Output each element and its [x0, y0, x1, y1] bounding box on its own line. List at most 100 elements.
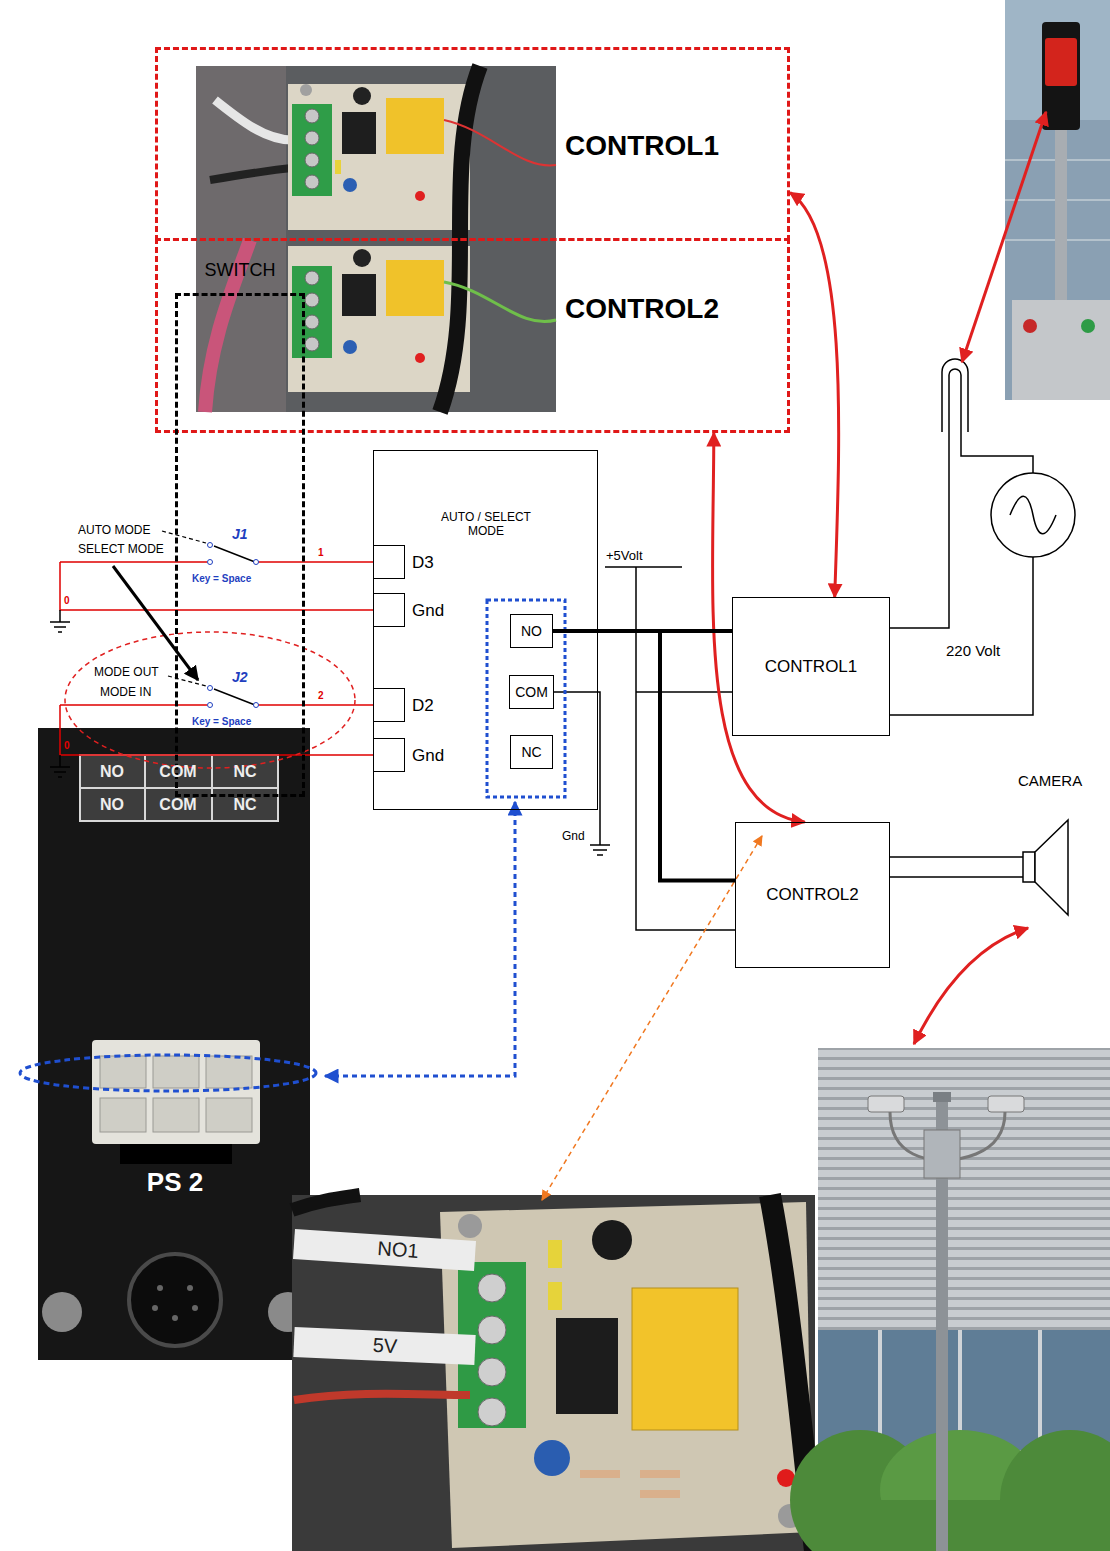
power-and-load-wiring-part	[890, 432, 949, 628]
relay-boards-photo-part	[288, 246, 470, 392]
camera-pole-photo-part	[924, 1130, 960, 1178]
camera-pole-photo-part	[988, 1096, 1024, 1112]
group-title: SWITCH	[178, 260, 302, 281]
relay-boards-photo-part	[305, 271, 319, 285]
relay-board-photo-part	[478, 1398, 506, 1426]
switch-wiring-part	[254, 703, 259, 708]
tower-light-photo	[1005, 0, 1110, 400]
ps2-panel-photo-part	[129, 1254, 221, 1346]
panel-marking: NO	[100, 796, 124, 814]
relay-board-photo-part	[580, 1470, 620, 1478]
power-and-load-wiring-part	[890, 557, 1033, 715]
relay-board-photo-part	[478, 1316, 506, 1344]
relay-pin: COM	[509, 675, 554, 709]
relay-boards-photo-part	[305, 175, 319, 189]
relay-board-photo-part	[640, 1470, 680, 1478]
switch-wiring-part	[60, 562, 373, 610]
ps2-panel-photo-part	[187, 1285, 193, 1291]
panel-marking: NC	[233, 763, 256, 781]
pin-name: NO	[511, 623, 552, 639]
power-and-load-wiring-part	[1023, 852, 1035, 882]
switch-wiring-part	[208, 543, 213, 548]
relay-board-photo-part	[592, 1220, 632, 1260]
box-label: CONTROL2	[736, 885, 889, 905]
tower-light-photo-part	[1042, 22, 1080, 130]
relay-board-photo-part	[294, 1394, 470, 1400]
signal-wire	[553, 631, 735, 880]
relay-boards-photo-part	[343, 178, 357, 192]
switch-wiring-part	[113, 566, 198, 680]
photo-region: CONTROL1	[155, 47, 790, 241]
power-and-load-wiring-part	[1010, 496, 1056, 534]
ps2-panel-photo-part	[206, 1098, 252, 1132]
relay-boards-photo-part	[444, 120, 556, 165]
pin-terminal: Gnd	[373, 738, 405, 772]
camera-pole-photo	[790, 1048, 1110, 1551]
switch-wiring-part	[50, 755, 70, 777]
switch-wiring-part	[50, 610, 70, 632]
tower-light-photo-part	[1081, 319, 1095, 333]
camera-pole-photo-part	[933, 1092, 951, 1102]
camera-pole-photo-part	[818, 1500, 1110, 1551]
camera-pole-photo-part	[868, 1096, 904, 1112]
relay-boards-photo-part	[305, 337, 319, 351]
ground-label: Gnd	[562, 830, 585, 844]
relay-board-photo-part	[632, 1288, 738, 1430]
power-and-load-wiring-part	[991, 473, 1075, 557]
position-label: MODE OUT	[94, 666, 159, 680]
relay-boards-photo-part	[353, 87, 371, 105]
box-label: CONTROL1	[733, 657, 889, 677]
relay-boards-photo-part	[300, 84, 312, 96]
ps2-panel-photo-part	[100, 1056, 146, 1088]
region-title: CONTROL2	[565, 293, 719, 325]
tower-light-photo-part	[1012, 300, 1110, 400]
module-title: AUTO / SELECT MODE	[431, 511, 541, 539]
device-label: CAMERA	[1018, 772, 1082, 789]
relay-boards-photo-part	[292, 104, 332, 196]
wire-number: 2	[318, 690, 324, 702]
relay-boards-photo-part	[305, 131, 319, 145]
relay-board-photo	[292, 1195, 815, 1551]
relay-board-photo-part	[534, 1440, 570, 1476]
relay-boards-photo-part	[386, 260, 444, 316]
relay-boards-photo-part	[288, 84, 470, 230]
relay-board-photo-part	[640, 1490, 680, 1498]
power-and-load-wiring-part	[890, 857, 1023, 877]
relay-boards-photo-part	[386, 98, 444, 154]
wire-number: 1	[318, 547, 324, 559]
ps2-panel-photo-part	[80, 755, 278, 821]
relay-boards-photo-part	[335, 160, 341, 174]
pin-name: D3	[412, 553, 434, 573]
switch-wiring-part	[214, 546, 255, 562]
ps2-panel-photo-part	[80, 755, 278, 821]
panel-marking: PS 2	[147, 1168, 203, 1198]
switch-wiring	[50, 531, 373, 777]
panel-marking: COM	[159, 763, 196, 781]
relay-board-photo-part	[548, 1282, 562, 1310]
pin-name: D2	[412, 696, 434, 716]
panel-marking: NO	[100, 763, 124, 781]
relay-boards-photo-part	[353, 249, 371, 267]
control-box: CONTROL1	[732, 597, 890, 736]
relay-boards-photo-part	[343, 340, 357, 354]
supply-label: +5Volt	[606, 549, 643, 564]
pin-terminal: D3	[373, 545, 405, 579]
position-label: SELECT MODE	[78, 543, 164, 557]
ps2-panel-photo	[38, 728, 310, 1360]
panel-marking: COM	[159, 796, 196, 814]
callout-arrows-part	[325, 802, 515, 1076]
power-and-load-wiring-part	[942, 359, 968, 432]
relay-boards-photo-part	[415, 353, 425, 363]
switch-wiring-part	[258, 704, 373, 706]
switch-wiring-part	[168, 676, 206, 686]
position-label: AUTO MODE	[78, 524, 150, 538]
position-label: MODE IN	[100, 686, 151, 700]
switch-wiring-part	[65, 632, 355, 768]
relay-boards-photo-part	[210, 168, 292, 180]
ps2-panel-photo-part	[172, 1315, 178, 1321]
relay-boards-photo-part	[305, 153, 319, 167]
pin-terminal: Gnd	[373, 593, 405, 627]
ps2-panel-photo-part	[42, 1292, 82, 1332]
